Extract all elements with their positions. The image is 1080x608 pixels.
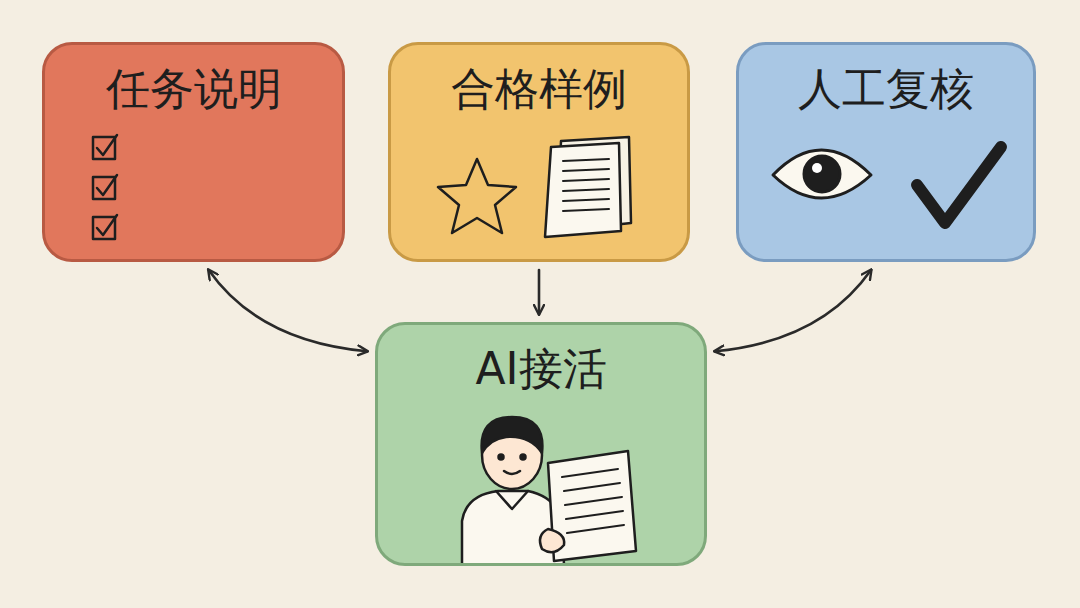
ai-box: AI接活	[375, 322, 707, 566]
box-title: AI接活	[378, 341, 704, 396]
box-title: 任务说明	[45, 61, 342, 116]
review-box: 人工复核	[736, 42, 1036, 262]
box-title: 人工复核	[739, 61, 1033, 116]
connector-arrow	[209, 270, 367, 351]
box-title: 合格样例	[391, 61, 687, 116]
connector-arrow	[715, 270, 871, 351]
example-box: 合格样例	[388, 42, 690, 262]
connector-arrow	[538, 270, 541, 314]
task-box: 任务说明	[42, 42, 345, 262]
